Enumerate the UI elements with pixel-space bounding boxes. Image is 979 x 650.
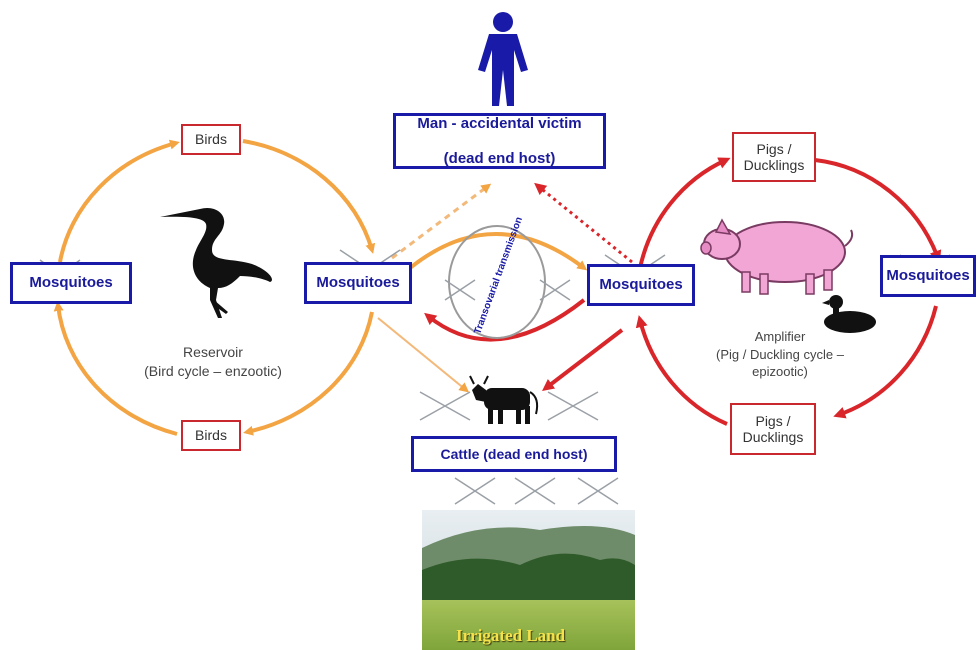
mosquitoes-bird-right-box: Mosquitoes: [304, 262, 412, 304]
dashed-arrow-bird-to-man: [391, 183, 492, 260]
birds-top-box: Birds: [181, 124, 241, 155]
arrow-pig-mosquito-to-cattle: [542, 328, 624, 392]
man-label-line1: Man - accidental victim: [417, 115, 582, 133]
heron-icon: [160, 207, 272, 318]
pig-cycle-arrows: [635, 157, 942, 426]
pigs-ducklings-top-box: Pigs / Ducklings: [732, 132, 816, 182]
birds-bottom-box: Birds: [181, 420, 241, 451]
amplifier-caption: Amplifier (Pig / Duckling cycle – epizoo…: [716, 329, 844, 380]
pigs-ducklings-bottom-box: Pigs / Ducklings: [730, 403, 816, 455]
man-label-line2: (dead end host): [443, 149, 556, 167]
bird-cycle-arrows: [53, 139, 376, 436]
person-icon: [478, 12, 528, 106]
pig-icon: [700, 218, 854, 295]
cattle-dead-end-host-box: Cattle (dead end host): [411, 436, 617, 472]
mosquitoes-bird-left-box: Mosquitoes: [10, 262, 132, 304]
irrigated-land-image: [422, 510, 635, 650]
reservoir-caption: Reservoir (Bird cycle – enzootic): [144, 344, 282, 379]
cattle-icon: [469, 375, 539, 424]
irrigated-land-caption: Irrigated Land: [456, 626, 566, 645]
arrow-bird-mosquito-to-cattle: [377, 317, 470, 393]
mosquitoes-pig-left-box: Mosquitoes: [587, 264, 695, 306]
duck-icon: [822, 295, 876, 333]
man-dead-end-host-box: Man - accidental victim (dead end host): [393, 113, 606, 169]
mosquitoes-pig-right-box: Mosquitoes: [880, 255, 976, 297]
dotted-arrow-pig-to-man: [534, 182, 633, 264]
